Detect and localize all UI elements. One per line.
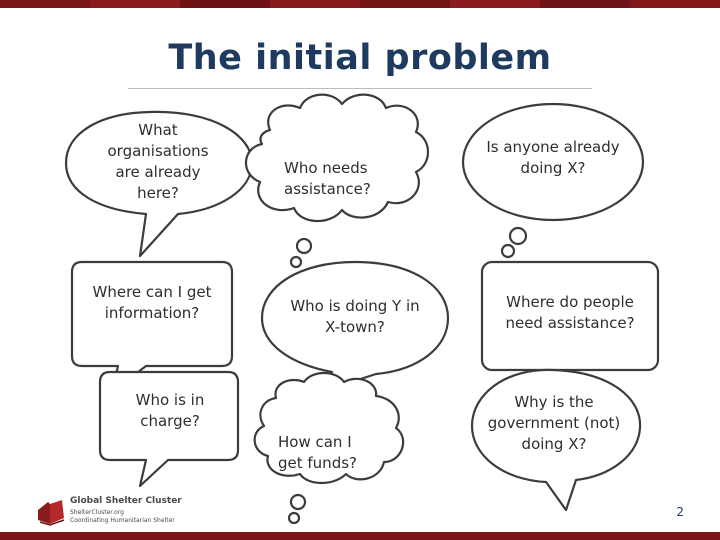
logo-tagline: Coordinating Humanitarian Shelter: [70, 517, 175, 524]
bottom-accent-bar: [0, 532, 720, 540]
bubble-text-who-doing-y: Who is doing Y in X-town?: [290, 297, 420, 336]
top-accent-pattern: [0, 0, 720, 8]
global-shelter-cluster-logo: Global Shelter Cluster ShelterCluster.or…: [36, 496, 236, 528]
house-book-icon: [38, 500, 65, 526]
thought-cloud: [244, 93, 430, 223]
thought-cloud: [253, 371, 405, 485]
speech-bubble-oval: [64, 110, 254, 258]
bubble-text-why-government: Why is the government (not) doing X?: [487, 393, 621, 453]
thought-oval: [461, 102, 645, 222]
bubble-text-who-in-charge: Who is in charge?: [135, 391, 205, 430]
bubble-text-where-people: Where do people need assistance?: [505, 293, 635, 332]
bubble-text-where-information: Where can I get information?: [92, 283, 212, 322]
page-number: 2: [676, 505, 684, 519]
bubble-text-what-organisations: What organisations are already here?: [107, 121, 209, 202]
slide-title: The initial problem: [168, 38, 552, 78]
speech-bubble-oval: [470, 368, 642, 512]
title-divider: [128, 88, 592, 89]
speech-bubble-rect: [98, 370, 240, 488]
bubble-text-who-needs: Who needs assistance?: [284, 159, 371, 198]
logo-name: Global Shelter Cluster: [70, 496, 182, 506]
bubble-text-anyone-doing: Is anyone already doing X?: [486, 138, 620, 177]
logo-website: ShelterCluster.org: [70, 509, 124, 516]
bubble-text-how-funds: How can I get funds?: [278, 433, 357, 472]
thought-rect: [480, 260, 660, 372]
